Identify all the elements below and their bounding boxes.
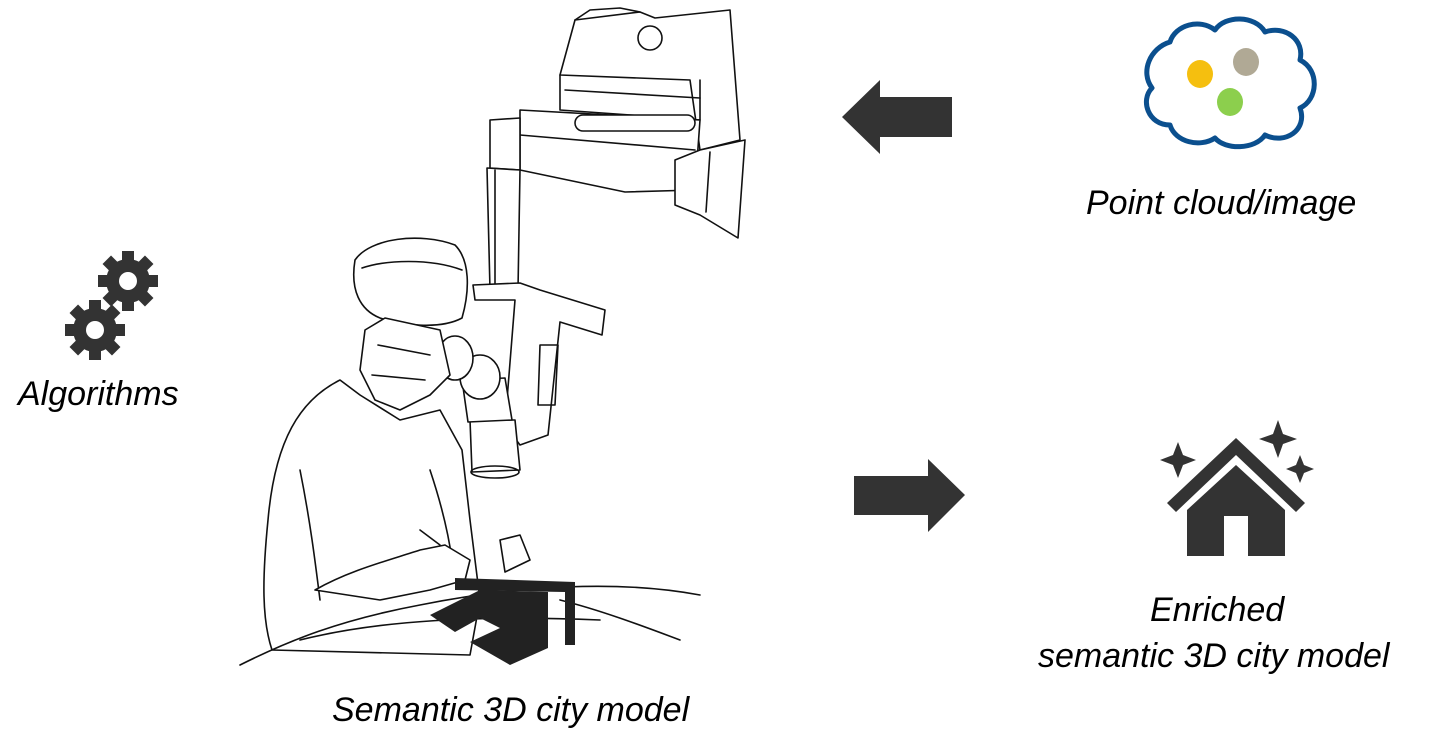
point-cloud-icon <box>1146 19 1314 147</box>
surgeon-microscope-illustration <box>240 8 745 665</box>
output-label-line1: Enriched <box>1150 592 1284 629</box>
algorithms-label: Algorithms <box>18 376 179 413</box>
gears-icon <box>65 251 158 360</box>
arrow-right <box>854 459 965 532</box>
sparkling-house-icon <box>1160 420 1314 556</box>
output-label-line2: semantic 3D city model <box>1038 638 1389 675</box>
input-label: Point cloud/image <box>1086 185 1356 222</box>
arrow-left <box>842 80 952 154</box>
base-model-label: Semantic 3D city model <box>332 692 689 729</box>
